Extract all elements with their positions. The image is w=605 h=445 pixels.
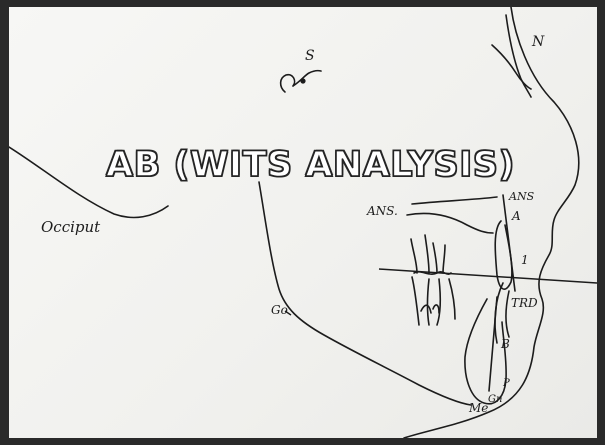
sella-point — [300, 78, 306, 84]
label-point-a: A — [512, 209, 521, 223]
palatal-plane-lower — [406, 212, 494, 234]
gonion-mark — [284, 310, 292, 316]
palatal-plane-upper — [411, 196, 498, 205]
lower-molar — [411, 276, 456, 326]
label-trd: TRD — [511, 296, 538, 310]
label-menton: Me — [469, 401, 489, 415]
b-vertical-line — [488, 296, 498, 392]
label-gnathion: Gn — [488, 394, 503, 405]
a-vertical-line — [502, 194, 516, 292]
nasal-bone-inner — [505, 14, 532, 98]
label-sella: S — [305, 48, 315, 64]
label-pogonion: P — [503, 378, 510, 389]
label-ans-left: ANS. — [367, 204, 398, 218]
cephalometric-tracing — [9, 7, 597, 438]
slide-title: AB (WITS ANALYSIS) — [105, 144, 515, 185]
label-point-b: B — [501, 337, 510, 351]
label-ans-right: ANS — [509, 190, 535, 203]
upper-molar — [410, 234, 446, 274]
symphysis — [464, 298, 507, 405]
occiput-curve — [9, 146, 169, 219]
label-occiput: Occiput — [41, 218, 101, 236]
upper-incisor — [494, 220, 513, 290]
lower-incisor-labial — [505, 290, 510, 338]
label-nasion: N — [532, 34, 545, 50]
sella-outline — [279, 73, 296, 93]
lower-molar-roots — [420, 304, 440, 314]
soft-tissue-profile — [403, 7, 580, 438]
label-gonion: Go — [271, 303, 288, 317]
mandible-ramus — [258, 181, 472, 406]
occlusal-plane-line — [378, 268, 597, 284]
nasal-bone-outline — [491, 44, 532, 90]
tracing-paper: N S Occiput ANS ANS. A 1 TRD B Go Me Gn … — [9, 7, 597, 438]
label-incisor: 1 — [521, 253, 529, 267]
sella-tail — [292, 69, 322, 87]
